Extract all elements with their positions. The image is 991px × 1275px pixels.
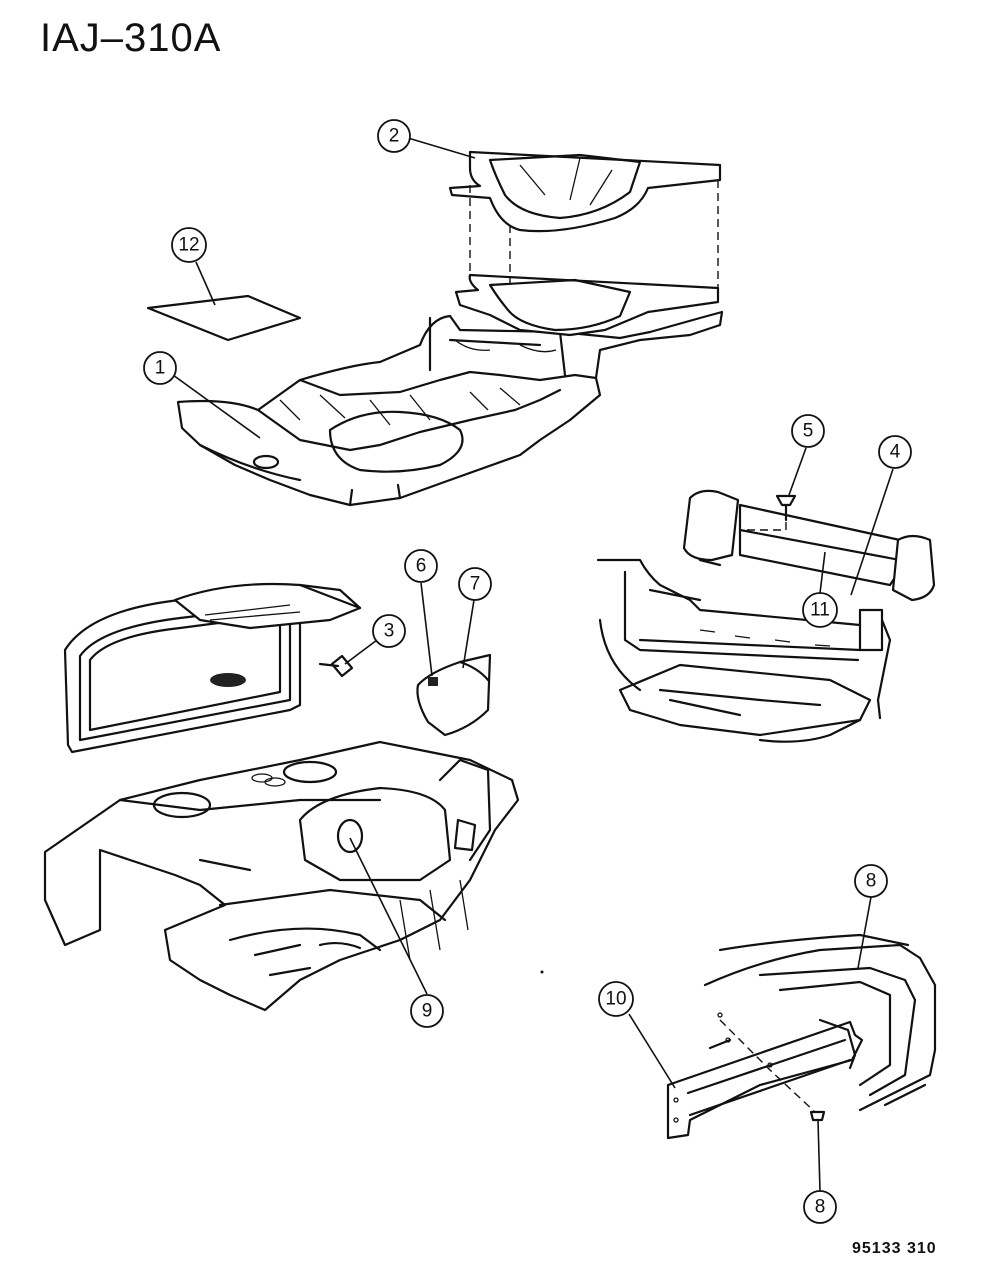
callout-10-label: 10	[605, 989, 626, 1010]
callout-3: 3	[372, 614, 406, 648]
callout-4-label: 4	[890, 442, 901, 463]
callout-7-label: 7	[470, 574, 481, 595]
callout-8-lower: 8	[803, 1190, 837, 1224]
callout-6-label: 6	[416, 556, 427, 577]
callout-9: 9	[410, 994, 444, 1028]
callout-4: 4	[878, 435, 912, 469]
callout-8-upper-label: 8	[866, 871, 877, 892]
callout-12: 12	[171, 227, 207, 263]
rear-seat-area-drawing	[596, 489, 936, 743]
trunk-sill-drawing	[666, 933, 937, 1140]
callout-10: 10	[598, 981, 634, 1017]
callout-11-label: 11	[810, 600, 830, 621]
floor-carpet-drawing	[176, 310, 724, 507]
insulator-sheet-drawing	[146, 294, 302, 342]
callout-6: 6	[404, 549, 438, 583]
callout-11: 11	[802, 592, 838, 628]
callout-3-label: 3	[384, 621, 395, 642]
callout-8-upper: 8	[854, 864, 888, 898]
callout-5: 5	[791, 414, 825, 448]
package-tray-drawing	[43, 582, 520, 1012]
callout-2-label: 2	[389, 126, 400, 147]
callout-8-lower-label: 8	[815, 1197, 826, 1218]
reference-number: 95133 310	[852, 1240, 937, 1257]
callout-1: 1	[143, 351, 177, 385]
dash-silencer-drawing	[448, 150, 722, 337]
callout-12-label: 12	[178, 235, 199, 256]
leader-lines	[172, 137, 894, 1192]
stray-dot	[540, 970, 544, 974]
callout-1-label: 1	[155, 358, 166, 379]
callout-5-label: 5	[803, 421, 814, 442]
callout-2: 2	[377, 119, 411, 153]
callout-7: 7	[458, 567, 492, 601]
page-title: IAJ–310A	[40, 16, 222, 60]
filler-cap-drawing	[416, 653, 492, 737]
callout-9-label: 9	[422, 1001, 433, 1022]
